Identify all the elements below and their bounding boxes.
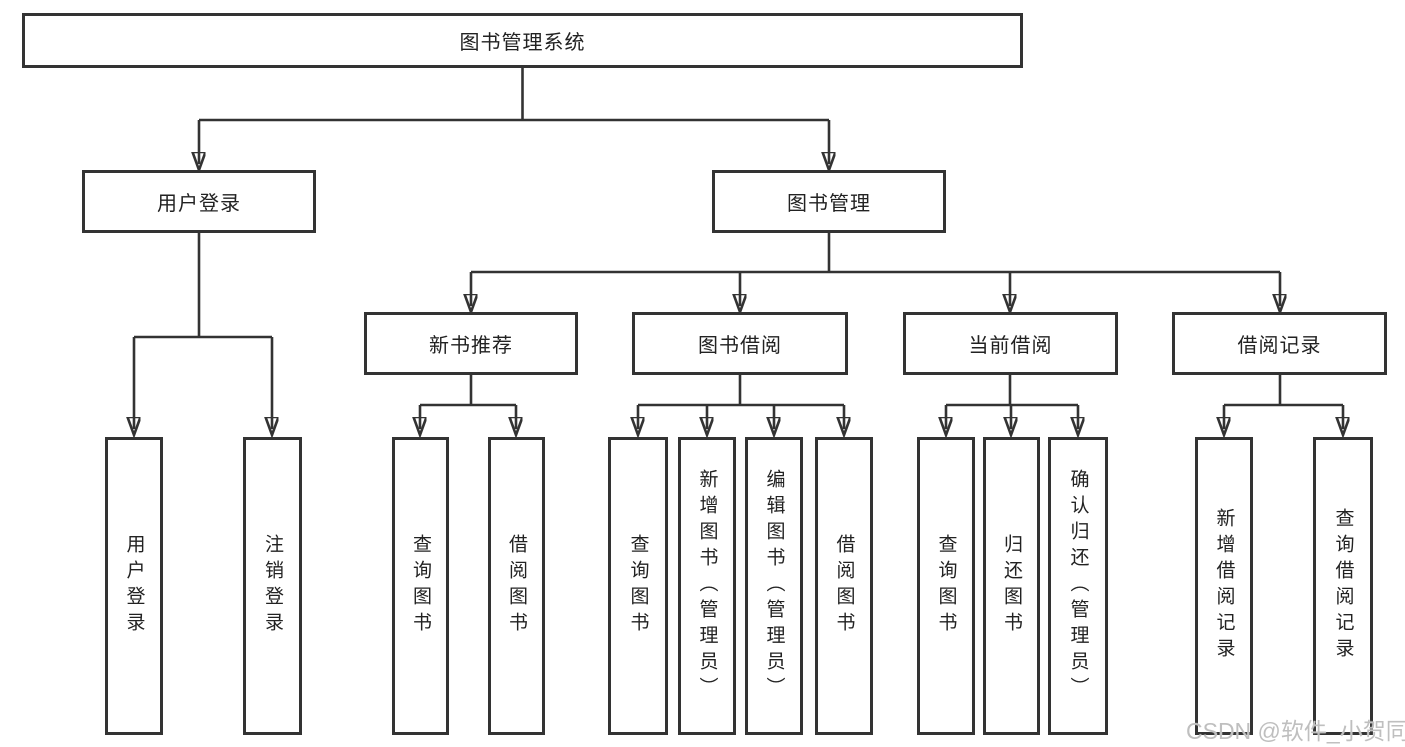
node-user-login: 用户登录 xyxy=(82,170,316,233)
node-book-management-label: 图书管理 xyxy=(787,193,871,215)
leaf-user-login: 用户登录 xyxy=(105,437,163,735)
node-library-management-system-label: 图书管理系统 xyxy=(459,32,586,54)
node-user-login-label: 用户登录 xyxy=(157,193,241,215)
leaf-query-borrow-record: 查询借阅记录 xyxy=(1313,437,1373,735)
leaf-borrow-books-1: 借阅图书 xyxy=(488,437,545,735)
leaf-borrow-books-2: 借阅图书 xyxy=(815,437,873,735)
leaf-logout-label: 注销登录 xyxy=(262,534,283,638)
node-current-borrow-label: 当前借阅 xyxy=(968,335,1053,357)
leaf-borrow-books-2-label: 借阅图书 xyxy=(833,534,855,638)
leaf-add-borrow-record: 新增借阅记录 xyxy=(1195,437,1253,735)
node-book-management: 图书管理 xyxy=(712,170,946,233)
leaf-confirm-return-admin-label: 确认归还（管理员） xyxy=(1067,469,1089,703)
leaf-query-books-3: 查询图书 xyxy=(917,437,975,735)
leaf-confirm-return-admin: 确认归还（管理员） xyxy=(1048,437,1108,735)
node-current-borrow: 当前借阅 xyxy=(903,312,1118,375)
leaf-query-books-2-label: 查询图书 xyxy=(627,534,649,638)
leaf-add-books-admin: 新增图书（管理员） xyxy=(678,437,736,735)
leaf-user-login-label: 用户登录 xyxy=(123,534,145,638)
leaf-borrow-books-1-label: 借阅图书 xyxy=(506,534,527,638)
leaf-add-borrow-record-label: 新增借阅记录 xyxy=(1213,508,1235,664)
leaf-add-books-admin-label: 新增图书（管理员） xyxy=(696,469,718,703)
node-new-book-recommend-label: 新书推荐 xyxy=(429,335,513,357)
leaf-edit-books-admin: 编辑图书（管理员） xyxy=(745,437,803,735)
leaf-logout: 注销登录 xyxy=(243,437,302,735)
node-new-book-recommend: 新书推荐 xyxy=(364,312,578,375)
node-borrow-records-label: 借阅记录 xyxy=(1237,335,1322,357)
leaf-query-books-1: 查询图书 xyxy=(392,437,449,735)
node-book-borrow: 图书借阅 xyxy=(632,312,848,375)
leaf-query-books-3-label: 查询图书 xyxy=(935,534,957,638)
node-book-borrow-label: 图书借阅 xyxy=(698,335,782,357)
leaf-query-books-2: 查询图书 xyxy=(608,437,668,735)
node-library-management-system: 图书管理系统 xyxy=(22,13,1023,68)
leaf-return-books: 归还图书 xyxy=(983,437,1040,735)
node-borrow-records: 借阅记录 xyxy=(1172,312,1387,375)
leaf-query-books-1-label: 查询图书 xyxy=(410,534,431,638)
csdn-watermark: CSDN @软件_小贺同学 xyxy=(1186,718,1405,744)
leaf-return-books-label: 归还图书 xyxy=(1001,534,1022,638)
leaf-edit-books-admin-label: 编辑图书（管理员） xyxy=(763,469,785,703)
leaf-query-borrow-record-label: 查询借阅记录 xyxy=(1332,508,1354,664)
